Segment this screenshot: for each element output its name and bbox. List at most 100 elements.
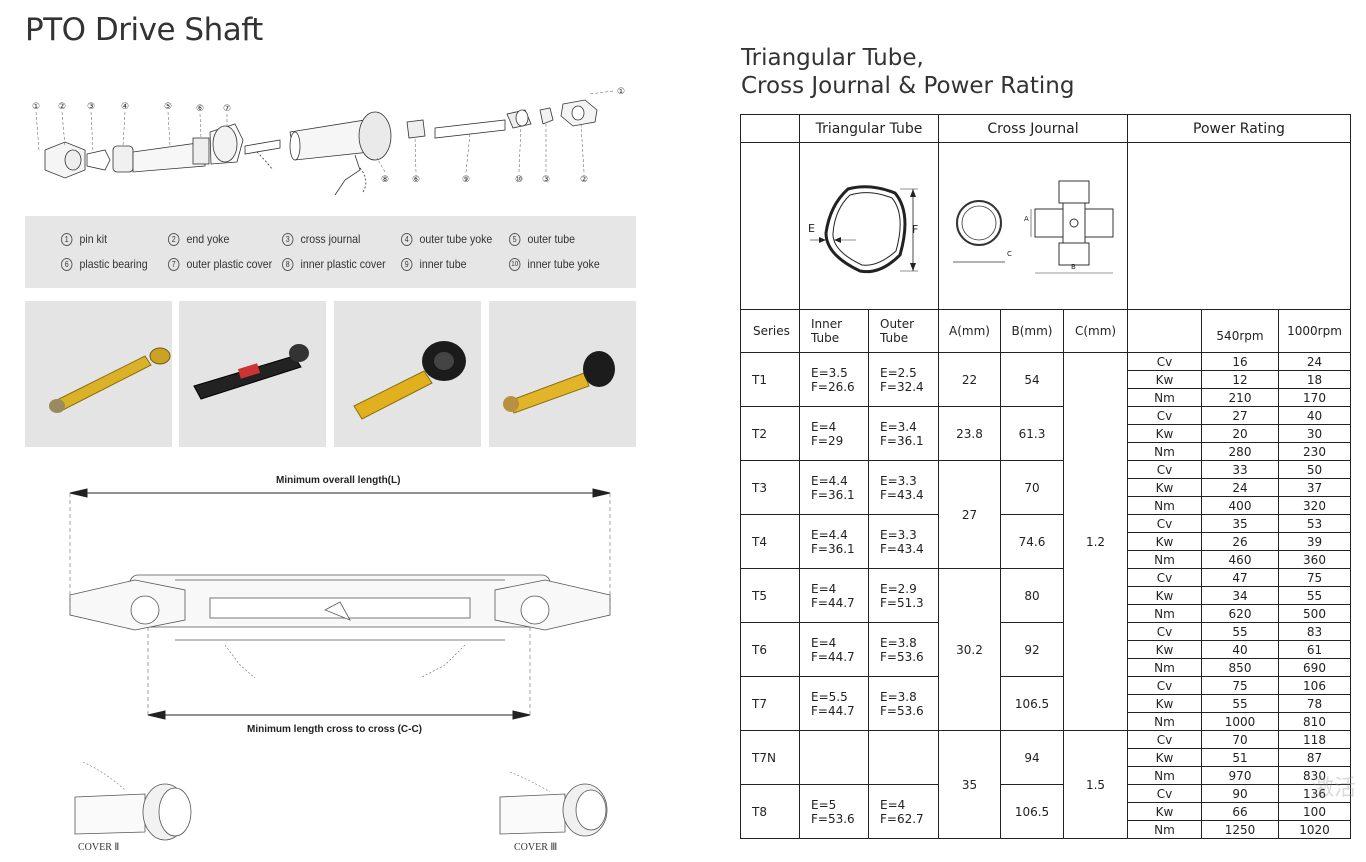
b-cell: 70 xyxy=(1000,460,1064,515)
inner-e: E=3.5 xyxy=(811,365,848,380)
power-540-cell: 75 xyxy=(1201,676,1279,695)
inner-f: F=53.6 xyxy=(811,811,855,826)
power-540-cell: 35 xyxy=(1201,514,1279,533)
power-unit-label: Nm xyxy=(1127,604,1202,623)
power-1000-cell: 78 xyxy=(1278,694,1351,713)
callout-2: ② xyxy=(58,102,66,112)
power-unit-label: Kw xyxy=(1127,694,1202,713)
power-1000-cell: 136 xyxy=(1278,784,1351,803)
power-1000-cell: 61 xyxy=(1278,640,1351,659)
series-cell: T6 xyxy=(740,622,800,677)
power-540-cell: 400 xyxy=(1201,496,1279,515)
b-cell: 80 xyxy=(1000,568,1064,623)
a-cell: 23.8 xyxy=(938,406,1001,461)
blank-header-cell xyxy=(740,114,800,143)
power-1000-cell: 230 xyxy=(1278,442,1351,461)
power-540-cell: 24 xyxy=(1201,478,1279,497)
power-1000-cell: 37 xyxy=(1278,478,1351,497)
power-1000-cell: 50 xyxy=(1278,460,1351,479)
c-col-header: C(mm) xyxy=(1063,309,1128,353)
power-unit-label: Nm xyxy=(1127,658,1202,677)
power-1000-cell: 320 xyxy=(1278,496,1351,515)
c-cell: 1.2 xyxy=(1063,352,1128,731)
inner-f: F=36.1 xyxy=(811,541,855,556)
a-cell: 22 xyxy=(938,352,1001,407)
spec-table: Triangular Tube Cross Journal Power Rati… xyxy=(740,114,1351,839)
power-1000-cell: 100 xyxy=(1278,802,1351,821)
outer-e: E=3.8 xyxy=(880,635,917,650)
power-540-cell: 12 xyxy=(1201,370,1279,389)
dim-b-label: B xyxy=(1071,263,1076,271)
power-unit-label: Cv xyxy=(1127,514,1202,533)
inner-e: E=4 xyxy=(811,635,837,650)
inner-e: E=4.4 xyxy=(811,527,848,542)
power-1000-cell: 40 xyxy=(1278,406,1351,425)
power-1000-cell: 690 xyxy=(1278,658,1351,677)
inner-f: F=26.6 xyxy=(811,379,855,394)
series-cell: T8 xyxy=(740,784,800,839)
outer-f: F=43.4 xyxy=(880,541,924,556)
callout-10: ⑩ xyxy=(515,175,523,185)
a-cell: 35 xyxy=(938,730,1001,839)
dim-f-label: F xyxy=(912,223,919,236)
rpm540-col-header: 540rpm xyxy=(1201,309,1279,353)
outer-e: E=2.9 xyxy=(880,581,917,596)
product-photo-3 xyxy=(334,301,481,447)
power-540-cell: 55 xyxy=(1201,622,1279,641)
power-unit-label: Nm xyxy=(1127,712,1202,731)
callout-2b: ② xyxy=(580,175,588,185)
inner-e: E=5.5 xyxy=(811,689,848,704)
outer-e: E=3.3 xyxy=(880,527,917,542)
callout-6b: ⑥ xyxy=(412,175,420,185)
power-unit-label: Nm xyxy=(1127,820,1202,839)
inner-tube-col-header: Inner Tube xyxy=(799,309,869,353)
power-1000-cell: 87 xyxy=(1278,748,1351,767)
power-1000-cell: 118 xyxy=(1278,730,1351,749)
inner-f: F=44.7 xyxy=(811,703,855,718)
power-540-cell: 66 xyxy=(1201,802,1279,821)
power-540-cell: 850 xyxy=(1201,658,1279,677)
power-1000-cell: 75 xyxy=(1278,568,1351,587)
inner-e: E=4 xyxy=(811,581,837,596)
section-title-line-2: Cross Journal & Power Rating xyxy=(741,73,1075,99)
power-unit-label: Kw xyxy=(1127,424,1202,443)
b-cell: 94 xyxy=(1000,730,1064,785)
outer-f: F=53.6 xyxy=(880,649,924,664)
series-col-header: Series xyxy=(740,309,800,353)
series-cell: T5 xyxy=(740,568,800,623)
b-cell: 92 xyxy=(1000,622,1064,677)
outer-tube-col-header: Outer Tube xyxy=(868,309,939,353)
power-unit-label: Kw xyxy=(1127,370,1202,389)
power-1000-cell: 24 xyxy=(1278,352,1351,371)
b-cell: 106.5 xyxy=(1000,676,1064,731)
power-540-cell: 620 xyxy=(1201,604,1279,623)
outer-f: F=36.1 xyxy=(880,433,924,448)
triangular-tube-header: Triangular Tube xyxy=(799,114,939,143)
power-540-cell: 27 xyxy=(1201,406,1279,425)
outer-f: F=51.3 xyxy=(880,595,924,610)
blank-power-pic-cell xyxy=(1127,142,1351,310)
power-540-cell: 16 xyxy=(1201,352,1279,371)
section-title-line-1: Triangular Tube, xyxy=(741,45,924,71)
